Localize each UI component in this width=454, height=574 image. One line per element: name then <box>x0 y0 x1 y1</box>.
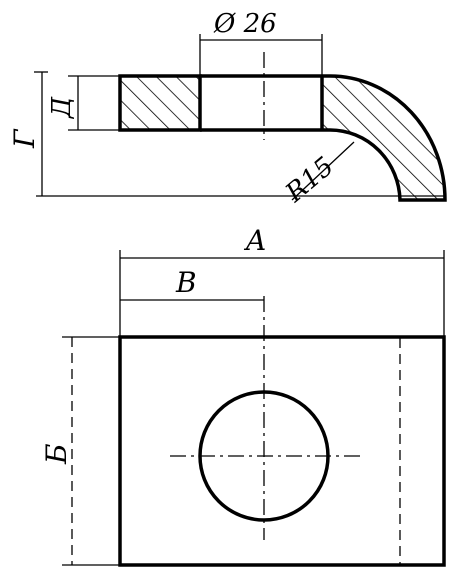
section-bend-outer <box>322 74 447 202</box>
section-bend-hatch <box>322 76 445 200</box>
radius-label: R15 <box>279 152 339 209</box>
dim-v-label: В <box>175 266 197 299</box>
dim-g-label: Г <box>8 128 41 149</box>
dim-b-label: Б <box>40 443 73 465</box>
diameter-label: Ø 26 <box>213 9 277 39</box>
dim-d-label: Д <box>47 96 77 119</box>
section-view: Ø 26 Д Г R15 <box>8 9 447 209</box>
plan-view: A В Б <box>40 224 446 567</box>
section-left-outline <box>118 74 202 132</box>
dim-a-label: A <box>243 224 266 257</box>
radius-leader <box>291 141 355 201</box>
plate-outline <box>118 335 446 567</box>
section-left-hatch <box>120 76 200 130</box>
